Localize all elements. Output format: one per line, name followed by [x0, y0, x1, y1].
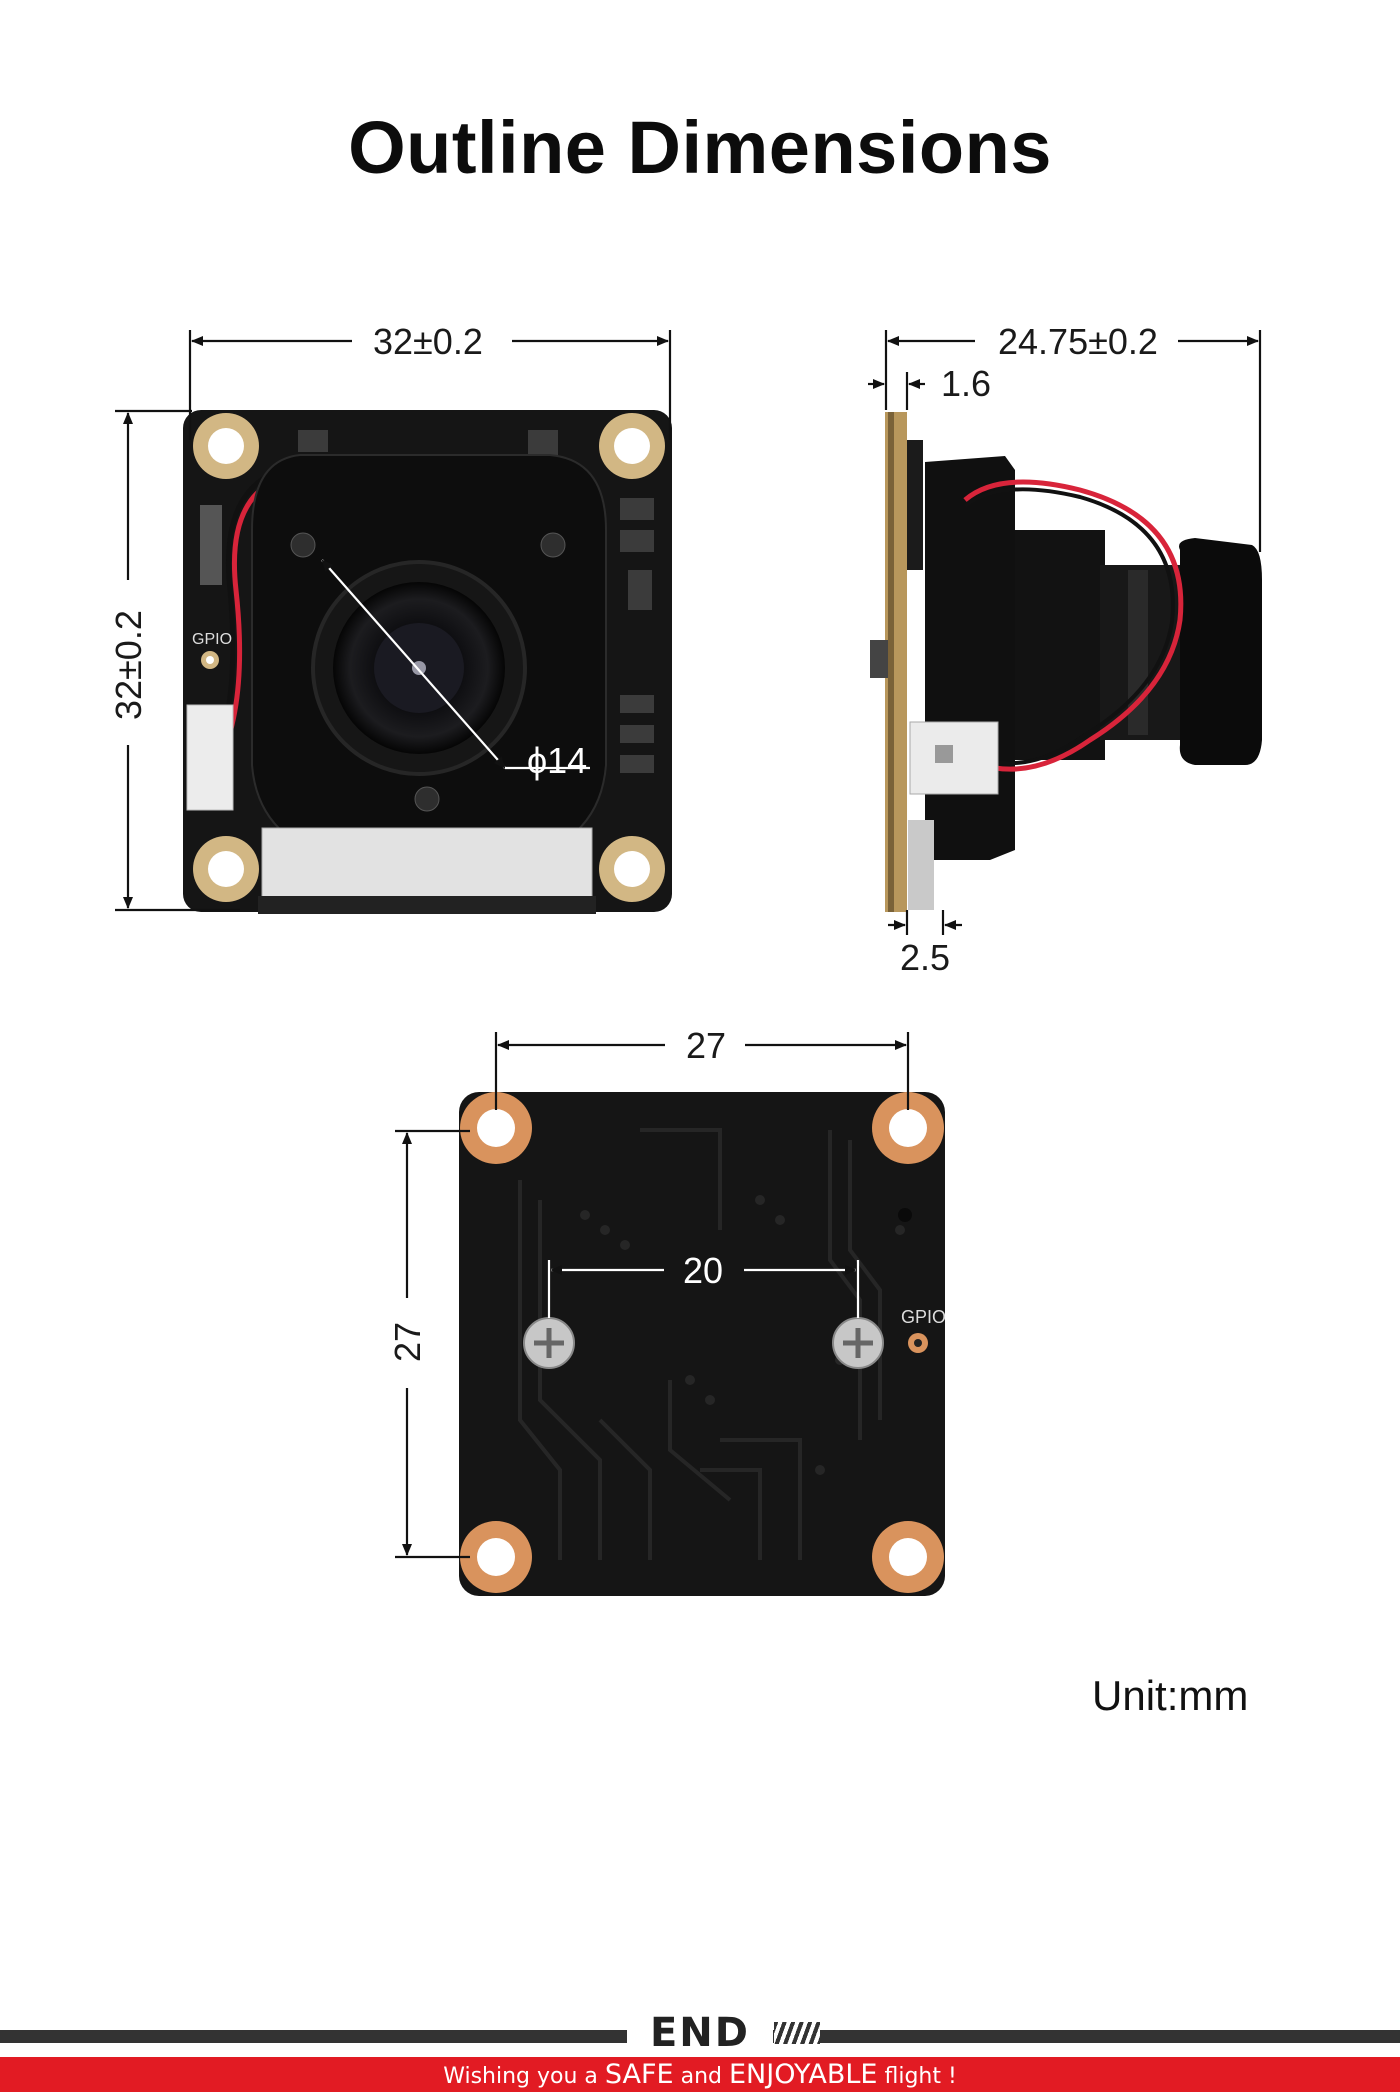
back-height-label: 27 [387, 1322, 428, 1362]
tagline-safe: SAFE [604, 2059, 674, 2090]
tagline-pre: Wishing you a [443, 2064, 598, 2089]
back-screws [523, 1317, 884, 1369]
side-depth-label: 24.75±0.2 [998, 321, 1158, 362]
side-wire [963, 479, 1184, 772]
front-fpc-connector [261, 827, 593, 907]
side-connector-label: 2.5 [900, 937, 950, 978]
front-side-connector [186, 704, 234, 811]
front-view: GPIO ϕ14 32±0.2 32±0.2 [108, 321, 672, 914]
front-height-label: 32±0.2 [108, 610, 149, 720]
tagline-enjoyable: ENJOYABLE [728, 2059, 878, 2090]
tagline-post: flight ! [884, 2064, 957, 2089]
back-width-label: 27 [686, 1025, 726, 1066]
end-logo: END [627, 2011, 773, 2055]
side-view: 24.75±0.2 1.6 2.5 [868, 321, 1262, 978]
side-connector [909, 721, 999, 795]
unit-label: Unit:mm [1092, 1672, 1249, 1719]
front-width-label: 32±0.2 [373, 321, 483, 362]
side-board-thickness-label: 1.6 [941, 363, 991, 404]
back-vias [555, 1195, 912, 1475]
lens-diameter-label: ϕ14 [527, 740, 587, 781]
back-screw-spacing-label: 20 [683, 1250, 723, 1291]
front-mount-holes [193, 413, 665, 902]
logo-stripes [774, 2022, 820, 2044]
page-title: Outline Dimensions [348, 106, 1052, 189]
back-gpio-label: GPIO [901, 1307, 946, 1327]
tagline-and: and [680, 2064, 722, 2089]
footer-tagline: Wishing you a SAFE and ENJOYABLE flight … [0, 2057, 1400, 2092]
side-lens [1179, 538, 1262, 765]
side-lens-holder [925, 456, 1015, 860]
front-gpio-label: GPIO [192, 631, 232, 648]
front-components [200, 430, 654, 773]
back-view: GPIO 20 27 27 [387, 1025, 946, 1596]
back-mount-holes [460, 1092, 944, 1593]
